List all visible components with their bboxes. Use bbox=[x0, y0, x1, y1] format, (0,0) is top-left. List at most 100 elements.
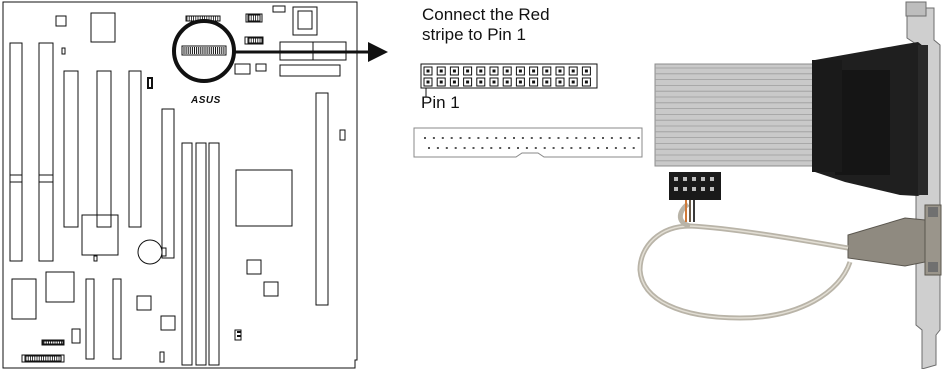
db25-pin bbox=[477, 137, 480, 139]
small-part bbox=[147, 77, 153, 89]
db25-pin bbox=[441, 137, 444, 139]
header-pin bbox=[555, 77, 565, 87]
header-pin-dot bbox=[558, 69, 562, 73]
db25-pin bbox=[606, 147, 608, 149]
header-pin bbox=[436, 66, 446, 76]
db25-pin bbox=[597, 147, 600, 149]
header-pin bbox=[436, 77, 446, 87]
header-pin-dot bbox=[466, 69, 470, 73]
small-header-connector bbox=[669, 172, 721, 200]
header-pin-dot bbox=[505, 69, 509, 73]
header-pin bbox=[502, 77, 512, 87]
chip bbox=[11, 278, 37, 320]
header-pin-dot bbox=[452, 80, 456, 84]
header-hole bbox=[710, 177, 714, 181]
header-pin bbox=[529, 66, 539, 76]
header-pin bbox=[463, 77, 473, 87]
chip bbox=[81, 214, 119, 256]
db25-pin bbox=[508, 147, 511, 149]
callout-text-line1: Connect the Red bbox=[422, 5, 550, 24]
connector bbox=[279, 64, 341, 77]
header-pin bbox=[476, 77, 486, 87]
header-pin bbox=[542, 66, 552, 76]
db25-pin bbox=[614, 147, 617, 149]
db25-pin bbox=[463, 147, 466, 149]
ide-connector bbox=[315, 92, 329, 306]
db25-pin bbox=[593, 137, 596, 139]
chip bbox=[263, 281, 279, 297]
expansion-slot bbox=[128, 70, 142, 228]
db25-pin bbox=[623, 147, 626, 149]
pin-mark bbox=[237, 331, 241, 333]
agp-slot bbox=[161, 108, 175, 259]
header-pin-dot bbox=[518, 80, 522, 84]
db25-pin bbox=[459, 137, 462, 139]
header-pin-dot bbox=[452, 69, 456, 73]
header-hole bbox=[683, 187, 687, 191]
db25-pin bbox=[588, 147, 591, 149]
db25-pin bbox=[610, 137, 613, 139]
connector bbox=[245, 13, 263, 23]
connector bbox=[21, 354, 65, 363]
db25-pin bbox=[495, 137, 498, 139]
parallel-header bbox=[181, 45, 227, 56]
header-pin-dot bbox=[571, 80, 575, 84]
header-pin bbox=[515, 66, 525, 76]
enlarged-header-body bbox=[420, 63, 598, 89]
pin-strip bbox=[247, 14, 261, 22]
header-pin bbox=[489, 77, 499, 87]
expansion-slot bbox=[9, 42, 23, 262]
pin-mark bbox=[237, 335, 241, 337]
header-hole bbox=[674, 187, 678, 191]
db25-pin bbox=[543, 147, 546, 149]
small-header-holes bbox=[674, 177, 714, 191]
db25-pin bbox=[521, 137, 524, 139]
chipset bbox=[235, 169, 293, 227]
db25-pin bbox=[481, 147, 484, 149]
db25-pin bbox=[575, 137, 578, 139]
db25-pin bbox=[534, 147, 537, 149]
header-pin bbox=[489, 66, 499, 76]
db25-pin bbox=[504, 137, 507, 139]
header-pin-dot bbox=[492, 69, 496, 73]
header-hole bbox=[683, 177, 687, 181]
header-pin-dot bbox=[584, 69, 588, 73]
db25-pin bbox=[517, 147, 519, 149]
db25-pin bbox=[584, 137, 587, 139]
db25-pin bbox=[436, 147, 439, 149]
connector bbox=[71, 328, 81, 344]
header-pin bbox=[529, 77, 539, 87]
db25-pin bbox=[468, 137, 471, 139]
header-pin-dot bbox=[558, 80, 562, 84]
cable-bracket-photo bbox=[637, 1, 942, 369]
header-hole bbox=[710, 187, 714, 191]
parallel-header-pins bbox=[183, 47, 225, 54]
db25-pin bbox=[432, 137, 435, 139]
small-part bbox=[61, 47, 66, 55]
chip bbox=[55, 15, 67, 27]
motherboard-layout bbox=[2, 1, 358, 369]
small-part bbox=[93, 255, 98, 262]
header-pin-dot bbox=[584, 80, 588, 84]
header-pin-dot bbox=[518, 69, 522, 73]
header-pin bbox=[463, 66, 473, 76]
db25-pin bbox=[450, 137, 453, 139]
enlarged-header bbox=[420, 63, 598, 97]
header-pin-dot bbox=[426, 69, 430, 73]
db25-outline bbox=[413, 127, 643, 158]
chip bbox=[45, 271, 75, 303]
pin1-label: Pin 1 bbox=[421, 93, 460, 112]
header-hole bbox=[674, 177, 678, 181]
db25-pin bbox=[499, 147, 502, 149]
header-pin bbox=[542, 77, 552, 87]
db25-pin bbox=[557, 137, 560, 139]
header-pin-dot bbox=[479, 69, 483, 73]
chip bbox=[246, 259, 262, 275]
memory-slot bbox=[181, 142, 193, 366]
header-pin-dot bbox=[545, 80, 549, 84]
lower-connector-nut bbox=[928, 207, 938, 217]
header-pin bbox=[449, 77, 459, 87]
expansion-slot bbox=[85, 278, 95, 360]
header-pin bbox=[476, 66, 486, 76]
db25-pin bbox=[637, 137, 640, 139]
